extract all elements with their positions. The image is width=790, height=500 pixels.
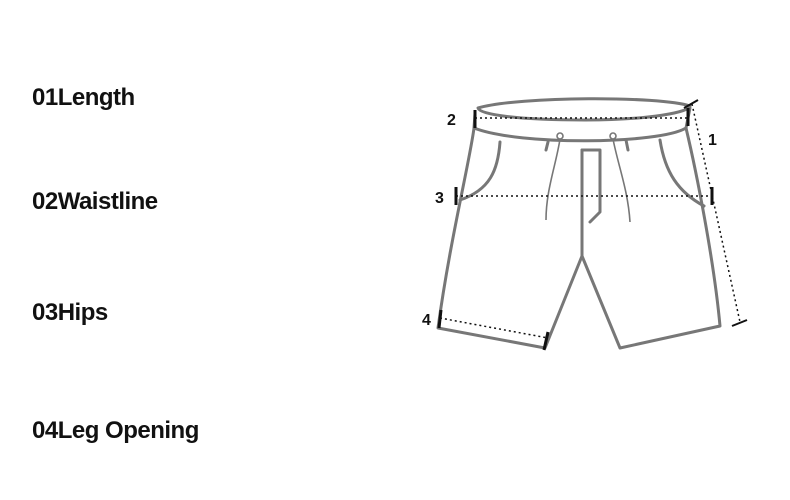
measurement-list: 01Length 02Waistline 03Hips 04Leg Openin… xyxy=(0,0,380,500)
shorts-outline xyxy=(436,97,722,350)
length-marker-number: 1 xyxy=(708,132,717,149)
shorts-left-side xyxy=(436,112,584,350)
left-pocket xyxy=(458,140,502,202)
measurement-leg-opening-label: 04Leg Opening xyxy=(32,417,199,444)
measurement-length-label: 01Length xyxy=(32,84,135,111)
length-top-tick xyxy=(683,99,699,109)
right-pocket xyxy=(658,138,706,208)
leg-opening-right-tick xyxy=(542,331,550,351)
measurement-lines xyxy=(437,99,748,351)
right-grommet xyxy=(609,132,617,140)
left-drawstring xyxy=(545,138,561,221)
fly-flap xyxy=(580,148,602,224)
leg-opening-marker-number: 4 xyxy=(422,312,431,329)
left-pleat xyxy=(544,140,550,152)
drawstrings xyxy=(545,132,631,223)
length-measure-line xyxy=(691,103,741,323)
waistline-marker-number: 2 xyxy=(447,112,456,129)
shorts-size-diagram: 2 3 1 4 xyxy=(400,80,770,380)
shorts-right-side xyxy=(580,106,722,350)
left-grommet xyxy=(556,132,564,140)
length-bottom-tick xyxy=(731,319,748,327)
shorts-diagram-svg: 2 3 1 4 xyxy=(422,97,748,351)
hips-marker-number: 3 xyxy=(435,190,444,207)
leg-opening-left-tick xyxy=(437,309,443,329)
measurement-waistline-label: 02Waistline xyxy=(32,188,158,215)
waistband-top xyxy=(476,97,692,122)
measurement-hips-label: 03Hips xyxy=(32,299,108,326)
leg-opening-measure-line xyxy=(439,317,549,339)
waistband-bottom xyxy=(472,126,688,143)
right-pleat xyxy=(624,138,630,152)
right-drawstring xyxy=(612,138,631,223)
